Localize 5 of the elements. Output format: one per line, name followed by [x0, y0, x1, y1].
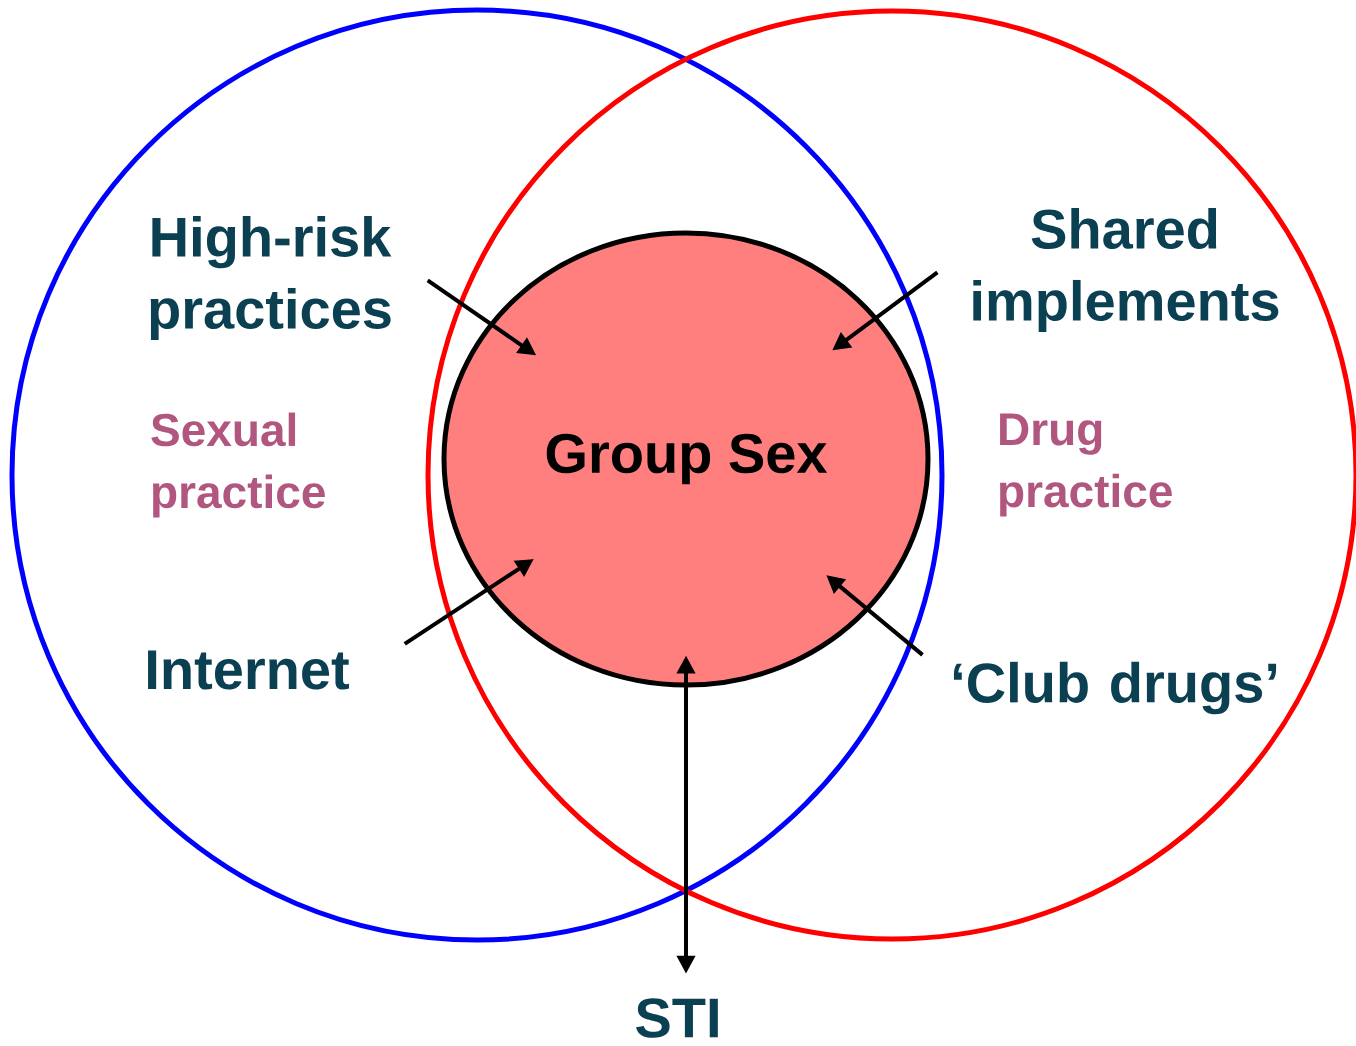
factor-label: High-risk practices [150, 215, 392, 341]
factor-label: STI [636, 998, 718, 1038]
factor-label: Internet [148, 650, 349, 690]
factor-label: Shared implements [973, 207, 1279, 333]
factor-label: ‘Club drugs’ [953, 661, 1277, 715]
